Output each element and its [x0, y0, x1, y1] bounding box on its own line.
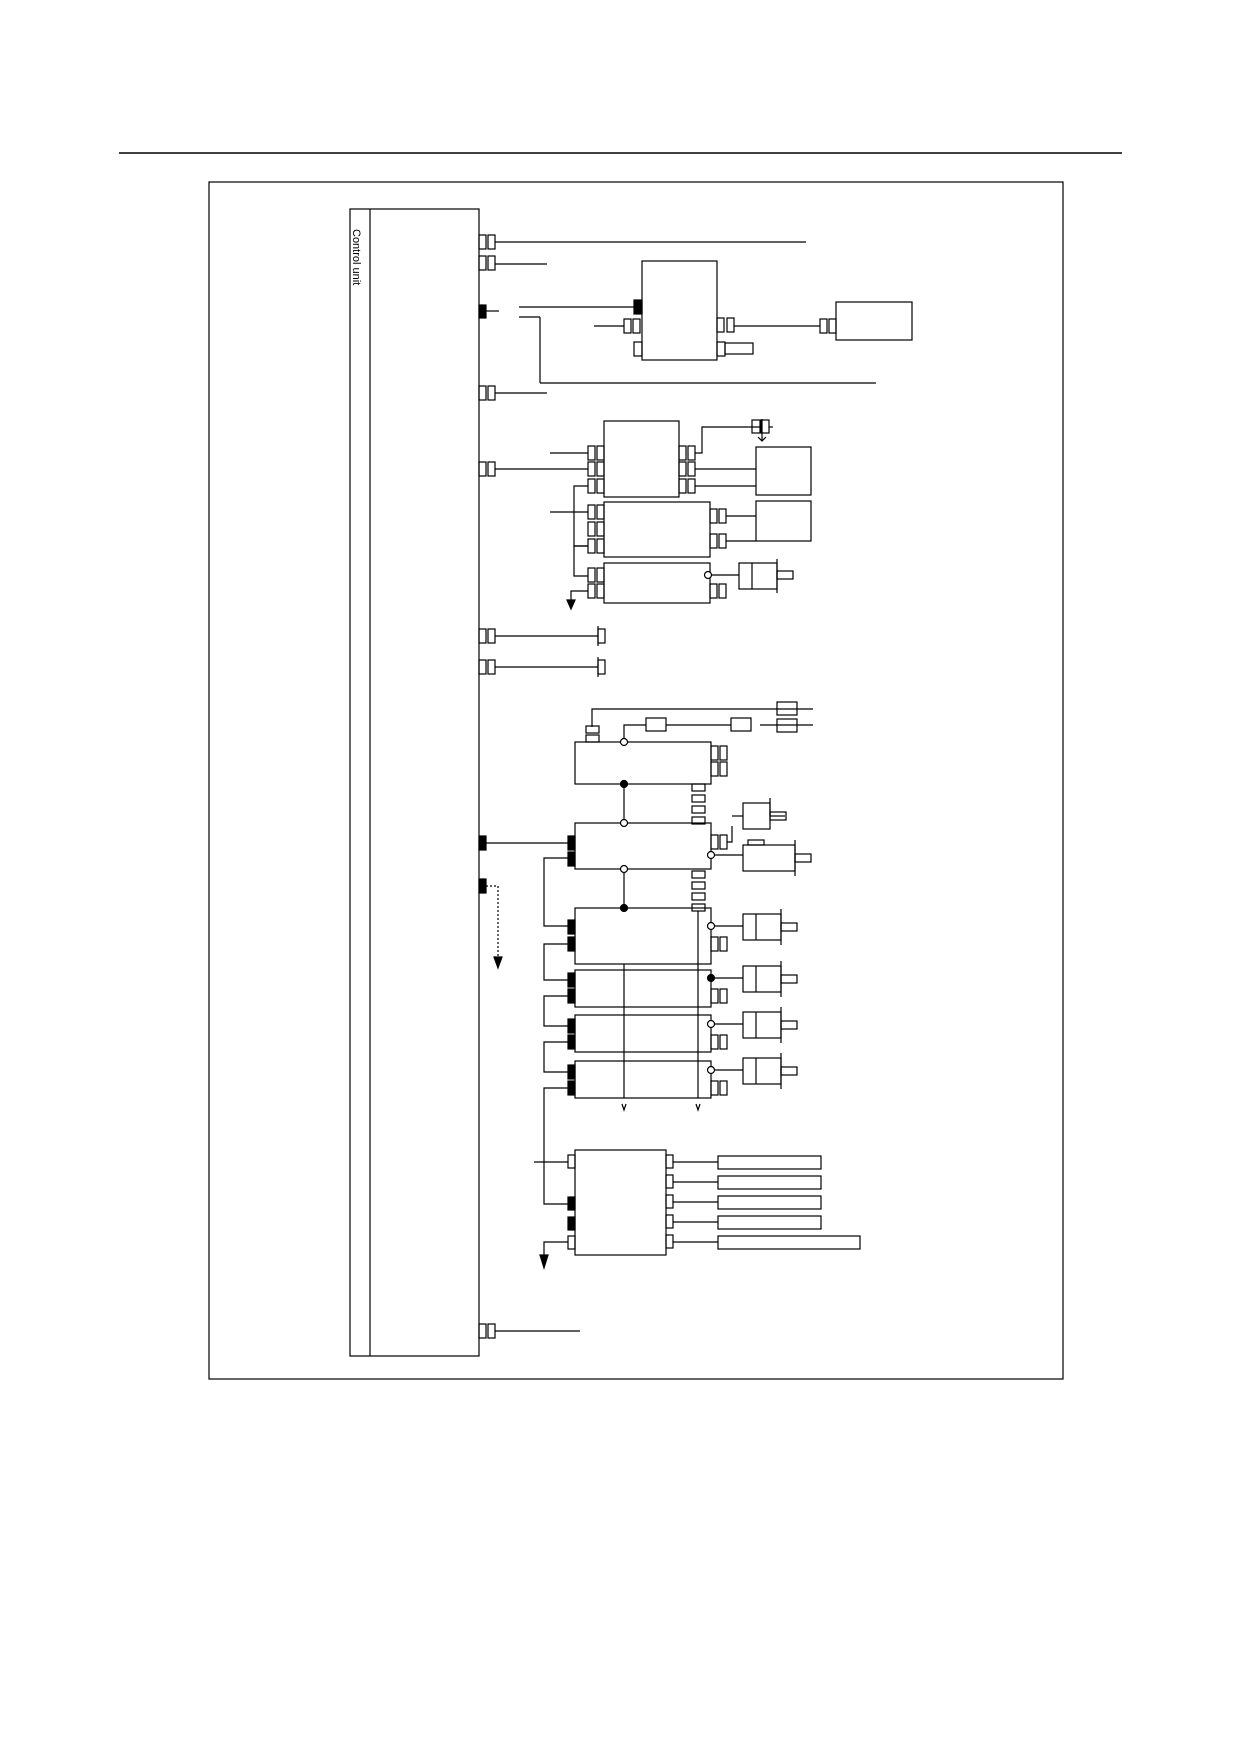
port-5-connection — [478, 461, 588, 477]
motor-6 — [714, 1007, 798, 1043]
motor-5 — [714, 961, 798, 997]
power-supply-module — [574, 701, 813, 821]
motor-1 — [711, 559, 794, 593]
io-module — [534, 1087, 861, 1271]
servo-amp-4 — [543, 995, 728, 1053]
port-6-connection — [478, 626, 606, 646]
bus-bar-1 — [691, 783, 706, 825]
motor-7 — [714, 1053, 798, 1089]
motor-4 — [714, 909, 798, 945]
servo-amp-5 — [543, 1041, 728, 1112]
port-10-connection — [478, 1323, 580, 1339]
port-7-connection — [478, 657, 606, 677]
control-unit: Control unit — [349, 208, 480, 1357]
servo-amp-2 — [543, 857, 728, 965]
motor-3 — [714, 839, 812, 876]
bus-bar-2 — [691, 870, 706, 1098]
module-b — [550, 419, 812, 498]
port-1-connection — [478, 234, 806, 250]
port-2-connection — [478, 255, 547, 271]
module-a — [594, 260, 913, 361]
module-d — [566, 545, 727, 611]
servo-amp-1 — [567, 818, 733, 906]
control-unit-label: Control unit — [350, 229, 362, 285]
port-4-connection — [478, 385, 547, 401]
motor-2 — [732, 798, 787, 830]
module-c — [550, 485, 812, 558]
diagram-frame — [208, 181, 1064, 1380]
port-3-connection — [478, 304, 876, 384]
servo-amp-3 — [543, 943, 728, 1098]
port-8-connection — [478, 835, 568, 851]
port-9-dotted-connection — [478, 878, 503, 970]
